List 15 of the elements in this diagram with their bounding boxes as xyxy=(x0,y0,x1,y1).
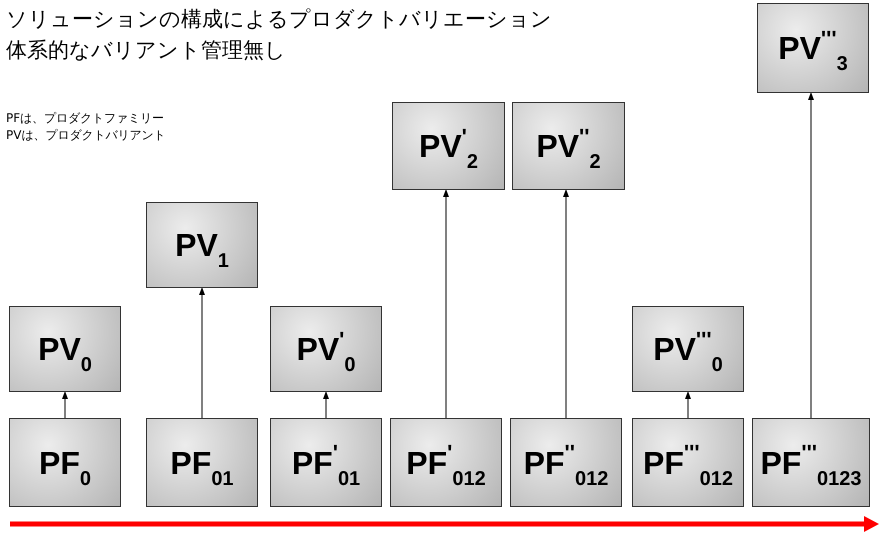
variant-box: PF$_{0}$ xyxy=(9,418,121,507)
variant-box: PV$_{0}$ xyxy=(9,306,121,392)
arrow xyxy=(323,391,329,418)
subtitle: 体系的なバリアント管理無し xyxy=(6,37,286,63)
arrow xyxy=(62,391,68,418)
variant-box: PF$_{01}$ xyxy=(146,418,258,507)
arrow xyxy=(443,189,449,418)
note-text: PFは、プロダクトファミリー xyxy=(6,110,164,126)
variant-box: PV$_{1}$ xyxy=(146,202,258,288)
note-text: PVは、プロダクトバリアント xyxy=(6,127,166,143)
arrow xyxy=(199,287,205,418)
arrow xyxy=(808,92,814,418)
title: ソリューションの構成によるプロダクトバリエーション xyxy=(6,6,552,32)
arrow xyxy=(685,391,691,418)
arrow xyxy=(563,189,569,418)
